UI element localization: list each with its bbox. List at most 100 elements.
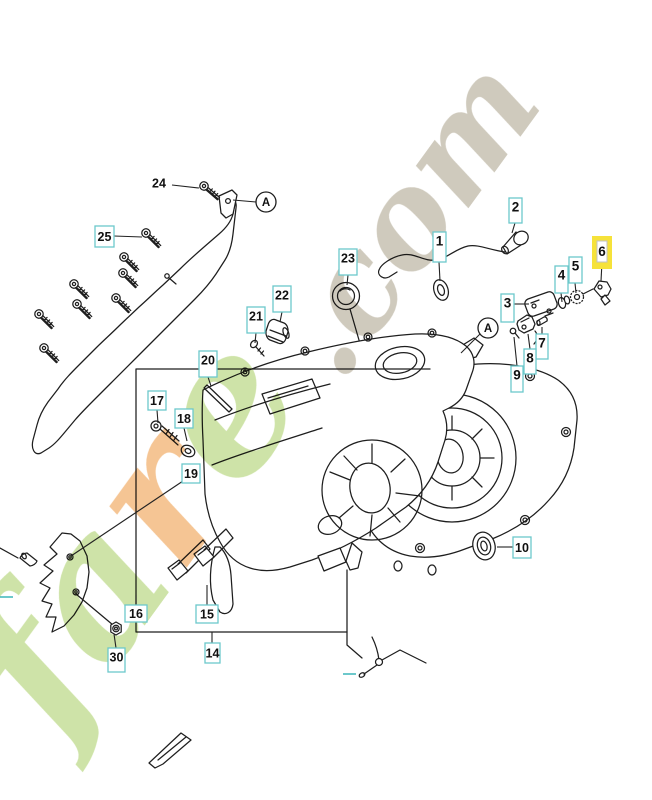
callout-5[interactable]: 5 xyxy=(568,256,583,294)
callout-8[interactable]: 8 xyxy=(523,333,537,375)
callout-number: 19 xyxy=(184,467,198,481)
callout-number: 24 xyxy=(152,177,166,191)
callout-leader-line xyxy=(346,274,349,286)
buffer-and-screw xyxy=(249,318,290,357)
callout-number: 21 xyxy=(249,310,263,324)
callout-number: 8 xyxy=(526,351,534,366)
callout-6[interactable]: 6 xyxy=(592,236,612,282)
callout-7[interactable]: 7 xyxy=(535,327,549,360)
callout-14[interactable]: 14 xyxy=(204,632,221,664)
callout-9[interactable]: 9 xyxy=(510,336,524,393)
callout-18[interactable]: 18 xyxy=(174,408,194,442)
callout-number: 25 xyxy=(98,230,112,244)
screw-and-washer xyxy=(150,420,196,458)
callout-number: 30 xyxy=(110,651,124,665)
callout-21[interactable]: 21 xyxy=(246,306,266,344)
callout-number: 4 xyxy=(558,268,566,283)
callout-leader-line xyxy=(513,336,518,367)
callout-number: 10 xyxy=(515,541,529,555)
callout-10[interactable]: 10 xyxy=(497,536,532,559)
callout-number: 9 xyxy=(513,368,521,383)
marker-letter: A xyxy=(262,197,270,209)
dowel-pin xyxy=(203,384,233,413)
callout-box xyxy=(272,285,292,313)
callout-number: 3 xyxy=(504,296,512,311)
callout-leader-line xyxy=(574,282,577,294)
choke-rod-and-knob xyxy=(377,230,529,301)
callout-leader-line xyxy=(171,184,200,189)
callout-1[interactable]: 1 xyxy=(432,231,447,282)
callout-15[interactable]: 15 xyxy=(195,585,219,624)
callout-leader-line xyxy=(156,409,159,424)
callout-number: 23 xyxy=(341,252,355,266)
callout-box xyxy=(523,348,537,375)
callout-number: 16 xyxy=(129,607,143,621)
callout-leader-line xyxy=(183,427,188,442)
callout-box xyxy=(596,240,608,263)
callout-box xyxy=(94,225,115,248)
callout-box xyxy=(512,536,532,559)
callout-leader-line xyxy=(207,376,212,387)
callout-leader-line xyxy=(527,333,531,350)
callout-box xyxy=(147,390,167,411)
callout-number: 15 xyxy=(200,608,214,622)
callout-leader-line xyxy=(113,633,117,649)
callout-4[interactable]: 4 xyxy=(554,265,569,303)
callout-box xyxy=(204,642,221,664)
callout-number: 18 xyxy=(177,412,191,426)
callout-25[interactable]: 25 xyxy=(94,225,143,248)
callout-box xyxy=(535,333,549,360)
oil-pump-assembly xyxy=(524,280,612,317)
callout-leader-line xyxy=(279,311,283,323)
callout-number: 7 xyxy=(538,336,546,351)
callout-box xyxy=(198,350,218,378)
callout-17[interactable]: 17 xyxy=(147,390,167,424)
callout-number: 5 xyxy=(572,259,580,274)
callout-number: 17 xyxy=(150,394,164,408)
reference-marker-A: A xyxy=(460,317,499,354)
callout-24[interactable]: 24 xyxy=(152,177,200,191)
callout-22[interactable]: 22 xyxy=(272,285,292,323)
callout-number: 1 xyxy=(436,234,444,249)
callout-box xyxy=(124,604,148,623)
callout-leader-line xyxy=(254,332,257,344)
callout-30[interactable]: 30 xyxy=(107,633,126,673)
callout-19[interactable]: 19 xyxy=(70,463,201,557)
callout-number: 14 xyxy=(206,647,220,661)
callout-box xyxy=(568,256,583,284)
spike-bumper xyxy=(0,532,122,636)
callout-leader-line xyxy=(511,222,516,234)
callout-box xyxy=(554,265,569,294)
callout-number: 2 xyxy=(512,200,520,215)
callout-3[interactable]: 3 xyxy=(500,293,529,323)
callout-2[interactable]: 2 xyxy=(508,197,523,234)
marker-letter: A xyxy=(484,323,492,335)
callout-leader-line xyxy=(438,261,441,282)
callout-20[interactable]: 20 xyxy=(198,350,218,387)
callout-box xyxy=(338,248,358,276)
clamp-and-pin xyxy=(509,314,548,345)
oil-seal-23 xyxy=(331,281,362,348)
callout-box xyxy=(500,293,515,323)
callout-box xyxy=(181,463,201,484)
callout-number: 20 xyxy=(201,354,215,368)
reference-marker-A: A xyxy=(232,191,277,213)
callout-number: 22 xyxy=(275,289,289,303)
callout-box xyxy=(246,306,266,334)
clipped-callout-marks xyxy=(0,596,356,675)
callout-box xyxy=(508,197,523,224)
callout-leader-line xyxy=(560,292,563,303)
marker-circle xyxy=(477,317,499,339)
gasket-harness xyxy=(31,189,238,455)
oil-seal-10 xyxy=(472,531,496,561)
callout-16[interactable]: 16 xyxy=(124,595,148,623)
diagram-line-art xyxy=(0,180,612,769)
callout-number: 6 xyxy=(598,244,606,259)
callout-23[interactable]: 23 xyxy=(338,248,358,286)
crankcase-bolts xyxy=(167,528,234,581)
marker-circle xyxy=(255,191,277,213)
chain-catcher xyxy=(346,569,427,678)
